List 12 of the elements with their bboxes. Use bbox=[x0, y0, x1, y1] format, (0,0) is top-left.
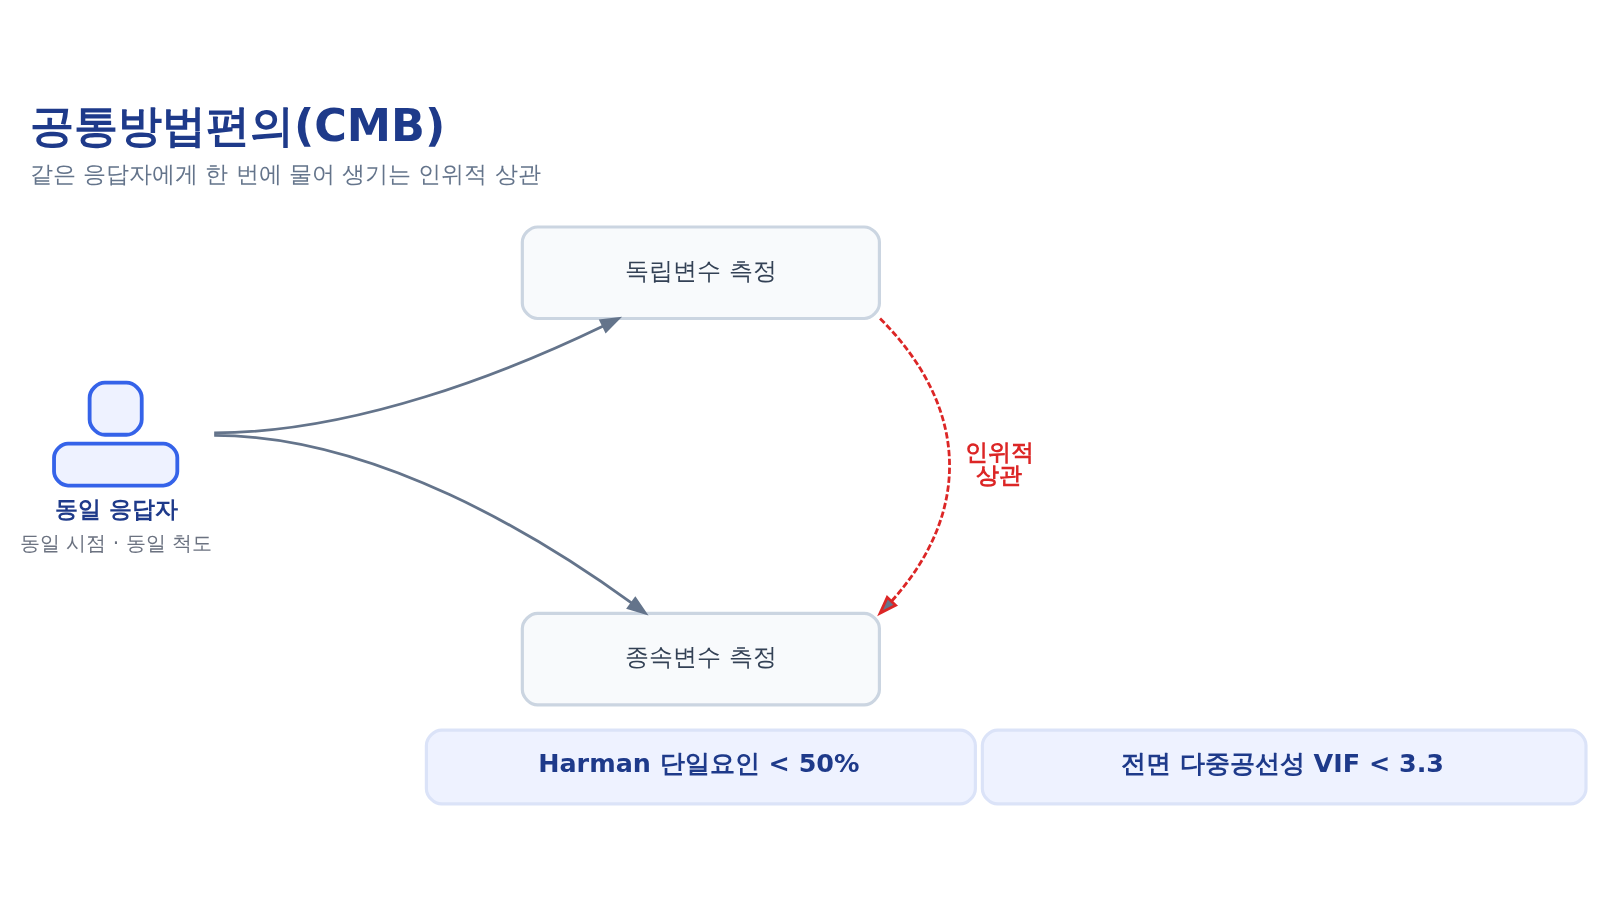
node-box: 종속변수 측정 bbox=[520, 611, 881, 707]
node-box: Harman 단일요인 < 50% bbox=[424, 728, 977, 806]
diagram-title: 공통방법편의(CMB) bbox=[29, 100, 446, 152]
node-label: 동일 시점 · 동일 척도 bbox=[19, 530, 213, 555]
caption: 같은 응답자에게 한 번에 물어 생기는 인위적 상관 bbox=[29, 161, 541, 188]
node-box: 전면 다중공선성 VIF < 3.3 bbox=[980, 728, 1588, 806]
node-box: 독립변수 측정 bbox=[520, 225, 881, 321]
edge-label: 인위적 상관 bbox=[964, 439, 1034, 488]
arrow bbox=[877, 317, 951, 617]
node-label: 동일 응답자 bbox=[54, 496, 178, 523]
arrow bbox=[214, 316, 623, 435]
arrow bbox=[214, 434, 649, 616]
